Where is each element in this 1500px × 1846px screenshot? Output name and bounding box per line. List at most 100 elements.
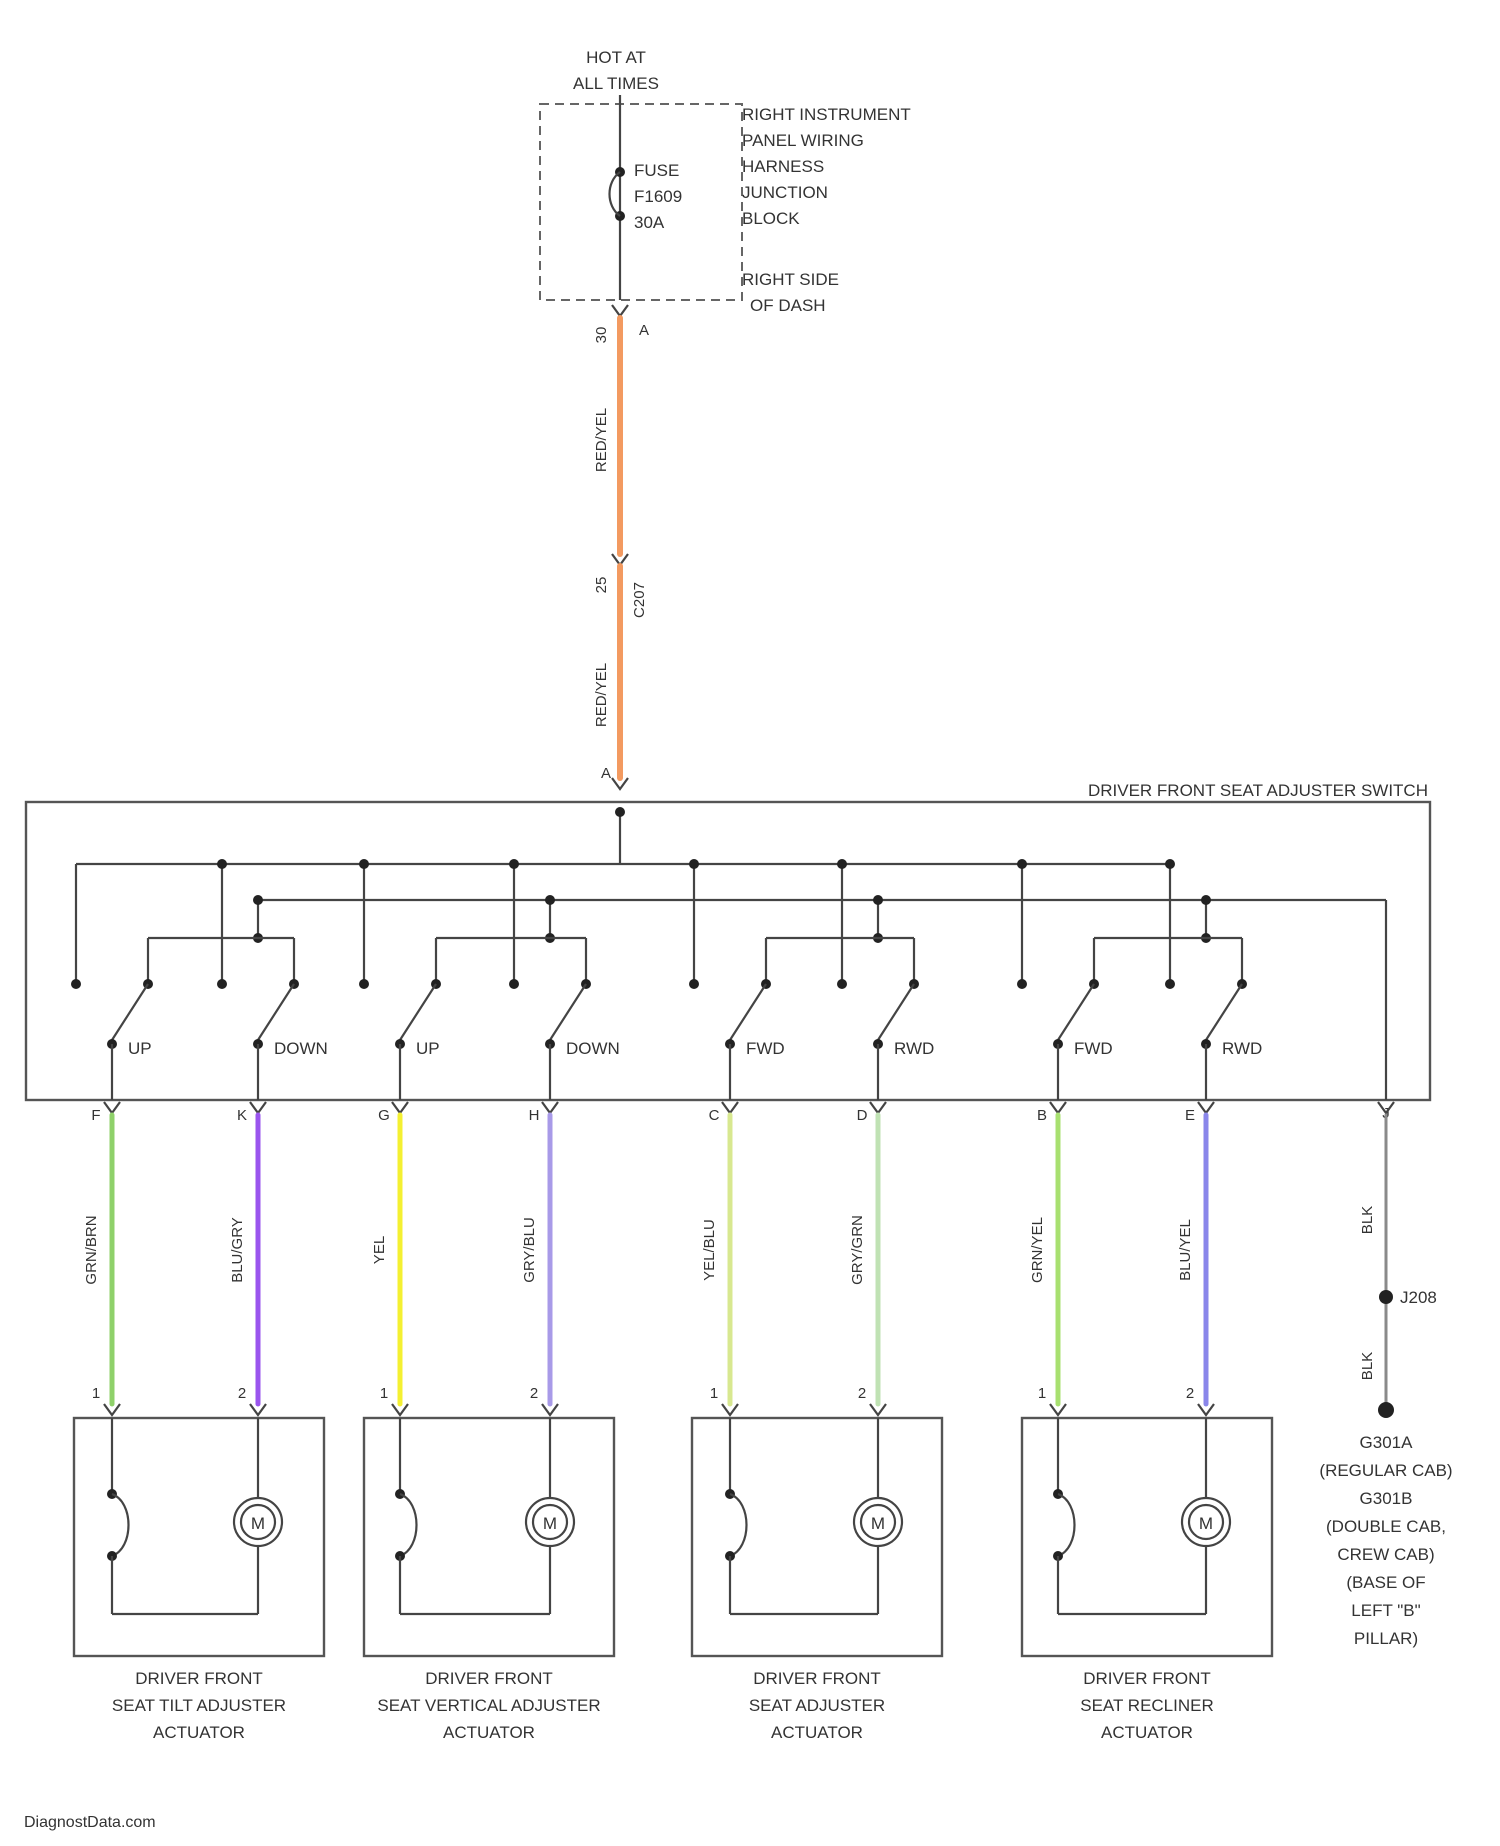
power-contact — [1165, 979, 1175, 989]
power-bus-node — [1165, 859, 1175, 869]
ground-section: J BLK J208 BLK G301A (REGULAR CAB) G301B… — [1319, 1102, 1452, 1648]
ground-location-7: LEFT "B" — [1351, 1601, 1420, 1620]
switch-supply-pin: A — [601, 765, 611, 782]
wire-pin-bottom: 2 — [238, 1385, 246, 1402]
switch-contact-label: DOWN — [566, 1039, 620, 1058]
switch-contact-label: UP — [128, 1039, 152, 1058]
splice-j208 — [1379, 1290, 1393, 1304]
ground-location-8: PILLAR) — [1354, 1629, 1418, 1648]
wire-pin-top: E — [1185, 1107, 1195, 1124]
actuator-housing — [364, 1418, 614, 1656]
power-contact — [509, 979, 519, 989]
actuator-name: SEAT RECLINER — [1080, 1696, 1214, 1715]
wire-color-label: YEL — [371, 1236, 388, 1264]
actuator: MDRIVER FRONTSEAT TILT ADJUSTERACTUATOR — [74, 1418, 324, 1742]
switch-housing — [26, 802, 1430, 1100]
motor-symbol: M — [251, 1514, 265, 1533]
wire-pin-bottom: 2 — [1186, 1385, 1194, 1402]
wire-color-label: BLU/GRY — [229, 1217, 246, 1283]
connector-arrow-jb — [612, 305, 628, 316]
wire-color-label: GRY/GRN — [849, 1215, 866, 1285]
c207-name: C207 — [631, 582, 648, 618]
motor-symbol: M — [1199, 1514, 1213, 1533]
power-contact — [689, 979, 699, 989]
fuse-symbol — [610, 172, 621, 216]
seat-adjuster-switch: DRIVER FRONT SEAT ADJUSTER SWITCH UPDOWN… — [26, 781, 1430, 1100]
switch-feed-node — [615, 807, 625, 817]
power-bus-node — [1017, 859, 1027, 869]
power-bus-node — [689, 859, 699, 869]
wire-pin-top: F — [91, 1107, 100, 1124]
output-wires: FGRN/BRN1KBLU/GRY2GYEL1HGRY/BLU2CYEL/BLU… — [83, 1102, 1214, 1415]
motor-symbol: M — [871, 1514, 885, 1533]
power-wire-section: RED/YEL 25 C207 RED/YEL A — [593, 318, 648, 789]
switch-blade — [1058, 984, 1094, 1040]
actuator-name: DRIVER FRONT — [753, 1669, 881, 1688]
actuator-name: ACTUATOR — [771, 1723, 863, 1742]
actuators: MDRIVER FRONTSEAT TILT ADJUSTERACTUATORM… — [74, 1418, 1272, 1742]
footer-watermark: DiagnostData.com — [24, 1814, 156, 1832]
location-label-line1: RIGHT SIDE — [742, 270, 839, 289]
wire-connector-arrow-top — [722, 1102, 738, 1113]
switch-contact-label: DOWN — [274, 1039, 328, 1058]
wire-color-label: YEL/BLU — [701, 1219, 718, 1281]
power-wire-upper-color: RED/YEL — [593, 408, 610, 472]
power-contact — [837, 979, 847, 989]
switch-contact-label: FWD — [746, 1039, 785, 1058]
wire-pin-top: G — [378, 1107, 390, 1124]
splice-label: J208 — [1400, 1288, 1437, 1307]
ground-wire-color-lower: BLK — [1359, 1352, 1376, 1380]
ground-point — [1378, 1402, 1394, 1418]
switch-blade — [1206, 984, 1242, 1040]
wire-pin-bottom: 1 — [1038, 1385, 1046, 1402]
wire-pin-bottom: 1 — [380, 1385, 388, 1402]
power-bus-node — [359, 859, 369, 869]
wire-pin-bottom: 1 — [710, 1385, 718, 1402]
fuse-name: FUSE — [634, 161, 679, 180]
power-bus-node — [509, 859, 519, 869]
jb-label-line5: BLOCK — [742, 209, 800, 228]
actuator-housing — [1022, 1418, 1272, 1656]
switch-contact-label: UP — [416, 1039, 440, 1058]
fuse-rating: 30A — [634, 213, 665, 232]
ground-bus-node — [253, 895, 263, 905]
ground-bus-node — [873, 895, 883, 905]
power-contact — [71, 979, 81, 989]
actuator-name: SEAT ADJUSTER — [749, 1696, 885, 1715]
jb-connector-pin: A — [639, 322, 649, 339]
power-contact — [217, 979, 227, 989]
wire-connector-arrow-top — [392, 1102, 408, 1113]
switch-contact-label: RWD — [1222, 1039, 1262, 1058]
switch-blade — [730, 984, 766, 1040]
actuator-name: SEAT VERTICAL ADJUSTER — [377, 1696, 600, 1715]
fuse-id: F1609 — [634, 187, 682, 206]
limit-switch-symbol — [1058, 1494, 1075, 1556]
actuator-name: DRIVER FRONT — [1083, 1669, 1211, 1688]
wire-connector-arrow-top — [1198, 1102, 1214, 1113]
wire-connector-arrow-top — [542, 1102, 558, 1113]
power-contact — [359, 979, 369, 989]
ground-location-1: G301A — [1360, 1433, 1414, 1452]
wire-color-label: GRN/BRN — [83, 1215, 100, 1284]
ground-wire-color-upper: BLK — [1359, 1206, 1376, 1234]
wire-pin-top: H — [529, 1107, 540, 1124]
actuator-name: ACTUATOR — [443, 1723, 535, 1742]
switch-internal-wiring: UPDOWNUPDOWNFWDRWDFWDRWD — [71, 807, 1386, 1100]
wire-color-label: GRN/YEL — [1029, 1217, 1046, 1283]
c207-pin: 25 — [593, 577, 610, 594]
wire-pin-top: D — [857, 1107, 868, 1124]
ground-location-2: (REGULAR CAB) — [1319, 1461, 1452, 1480]
wire-color-label: GRY/BLU — [521, 1217, 538, 1283]
jb-label-line1: RIGHT INSTRUMENT — [742, 105, 911, 124]
power-contact — [1017, 979, 1027, 989]
hot-label-line2: ALL TIMES — [573, 74, 659, 93]
wire-pin-bottom: 2 — [858, 1385, 866, 1402]
ground-location-5: CREW CAB) — [1337, 1545, 1434, 1564]
wire-pin-bottom: 2 — [530, 1385, 538, 1402]
limit-switch-symbol — [730, 1494, 747, 1556]
switch-blade — [550, 984, 586, 1040]
switch-blade — [400, 984, 436, 1040]
hot-label-line1: HOT AT — [586, 48, 646, 67]
